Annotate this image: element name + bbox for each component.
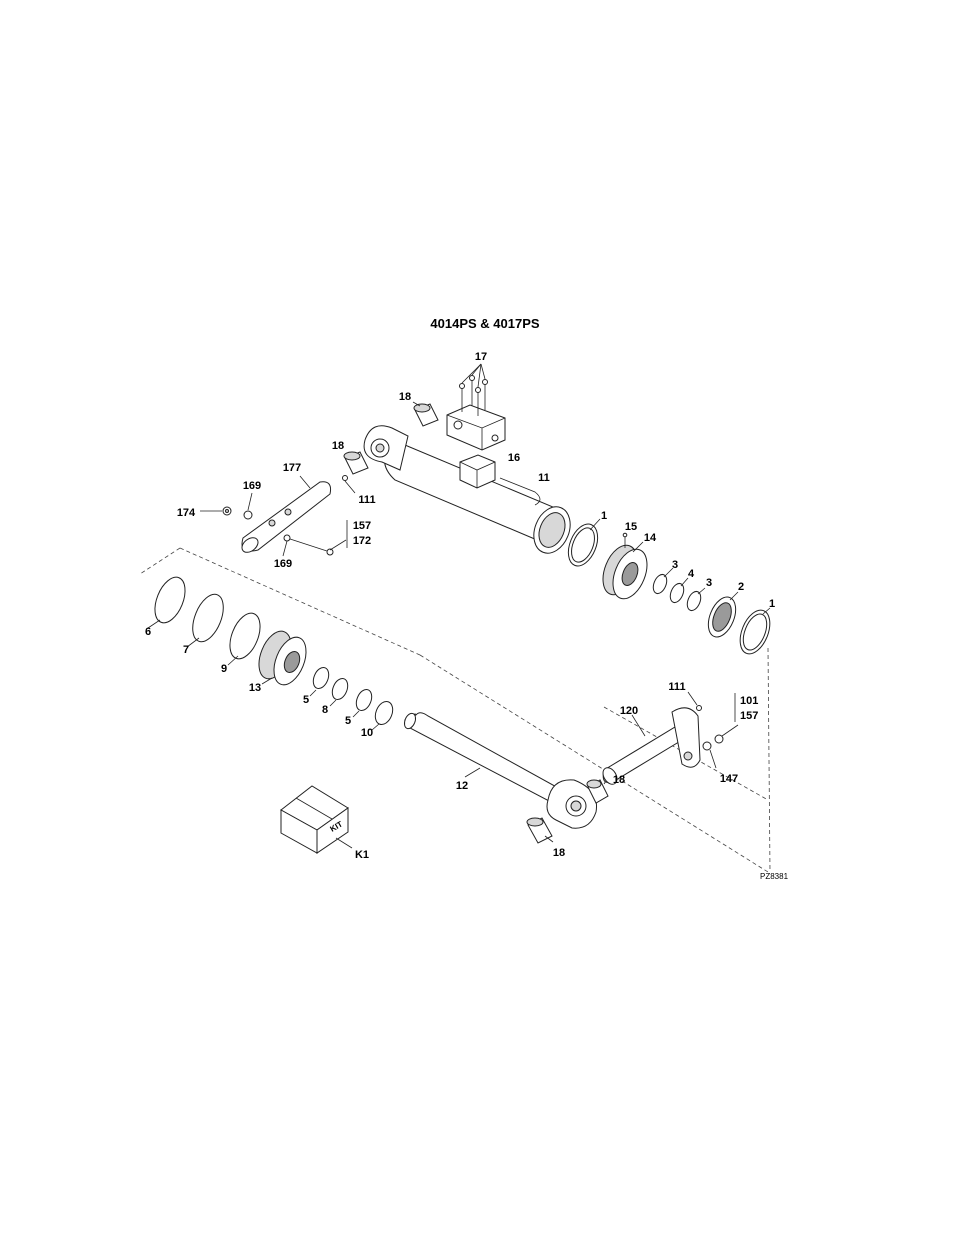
label-5-b: 5 (345, 715, 351, 727)
label-17: 17 (475, 351, 487, 363)
label-1-upper: 1 (601, 510, 607, 522)
ring-10 (372, 699, 396, 730)
label-172: 172 (353, 535, 371, 547)
rod-12 (402, 712, 596, 828)
diagram-title: 4014PS & 4017PS (430, 316, 539, 331)
label-101: 101 (740, 695, 758, 707)
label-18-rod-bottom: 18 (553, 847, 565, 859)
label-13: 13 (249, 682, 261, 694)
label-2: 2 (738, 581, 744, 593)
label-9: 9 (221, 663, 227, 675)
washer-169-upper (244, 493, 252, 519)
ring-5-a (310, 665, 332, 696)
ring-6 (148, 573, 191, 628)
label-18-mid: 18 (332, 440, 344, 452)
grease-fitting-111-upper (343, 476, 356, 494)
ring-8 (329, 676, 350, 706)
label-174: 174 (177, 507, 196, 519)
label-169-lower: 169 (274, 558, 292, 570)
label-5-a: 5 (303, 694, 309, 706)
figure-code: PZ8381 (760, 872, 789, 881)
ring-5-b (353, 687, 375, 717)
nut-174 (200, 507, 231, 515)
label-12: 12 (456, 780, 468, 792)
bushing-18-upper (413, 402, 438, 426)
ring-3-b (685, 588, 705, 613)
label-16: 16 (508, 452, 520, 464)
label-3-b: 3 (706, 577, 712, 589)
label-3-a: 3 (672, 559, 678, 571)
head-13 (253, 627, 313, 690)
bushing-18-mid (344, 452, 368, 474)
kit-box-K1: KIT (281, 786, 352, 853)
label-18-upper: 18 (399, 391, 411, 403)
label-147: 147 (720, 773, 738, 785)
ring-2 (703, 592, 741, 641)
label-111-upper: 111 (358, 494, 375, 506)
label-15: 15 (625, 521, 637, 533)
ring-7 (187, 590, 230, 647)
label-1-lower: 1 (769, 598, 775, 610)
label-157-upper: 157 (353, 520, 371, 532)
label-18-rod-right: 18 (613, 774, 625, 786)
ring-1-lower (734, 606, 775, 658)
bolt-172 (283, 520, 347, 556)
label-7: 7 (183, 644, 189, 656)
ring-4 (668, 578, 688, 605)
label-120: 120 (620, 705, 638, 717)
label-157-lower: 157 (740, 710, 758, 722)
label-4: 4 (688, 568, 695, 580)
label-6: 6 (145, 626, 151, 638)
port-block-16 (447, 405, 505, 450)
bushing-18-rod-bottom (527, 818, 553, 843)
label-169-upper: 169 (243, 480, 261, 492)
label-177: 177 (283, 462, 301, 474)
label-14: 14 (644, 532, 657, 544)
barrel-tube-11 (364, 426, 577, 559)
label-111-lower: 111 (668, 681, 685, 693)
grease-fitting-111-lower (688, 692, 702, 711)
label-K1: K1 (355, 849, 369, 861)
label-11: 11 (538, 472, 550, 484)
bolt-101 (715, 693, 738, 743)
label-10: 10 (361, 727, 373, 739)
ring-3-a (651, 568, 673, 596)
label-8: 8 (322, 704, 328, 716)
